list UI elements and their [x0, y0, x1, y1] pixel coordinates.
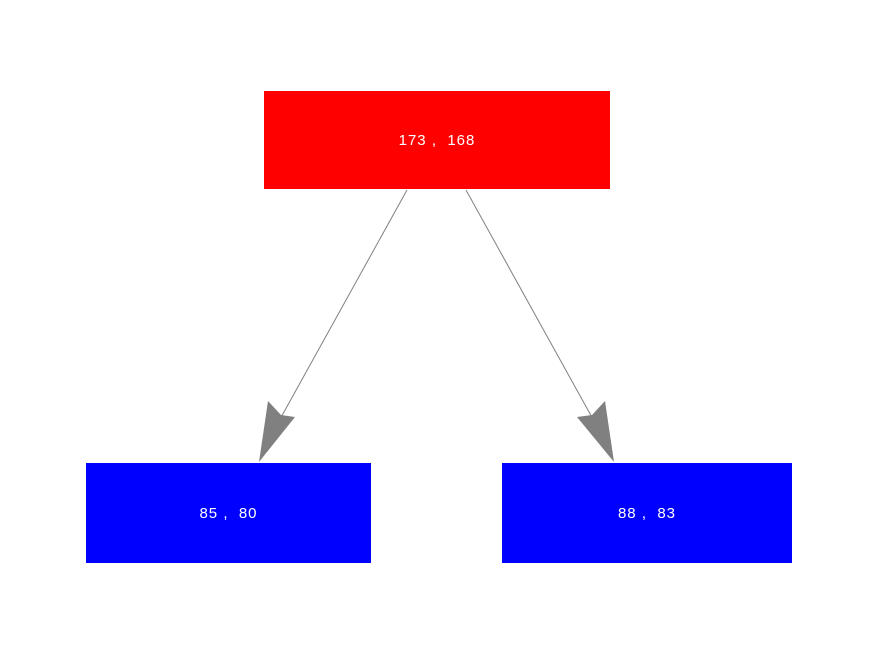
edge-root-to-right	[465, 189, 600, 431]
node-root: 173 , 168	[264, 91, 610, 189]
arrowhead-left-icon	[259, 401, 295, 462]
arrowhead-right-icon	[577, 401, 614, 462]
node-left-child-label: 85 , 80	[199, 504, 258, 522]
node-left-child: 85 , 80	[86, 463, 371, 563]
edge-root-to-left	[273, 189, 408, 431]
node-root-label: 173 , 168	[398, 131, 476, 149]
node-right-child-label: 88 , 83	[617, 504, 677, 522]
node-right-child: 88 , 83	[502, 463, 792, 563]
